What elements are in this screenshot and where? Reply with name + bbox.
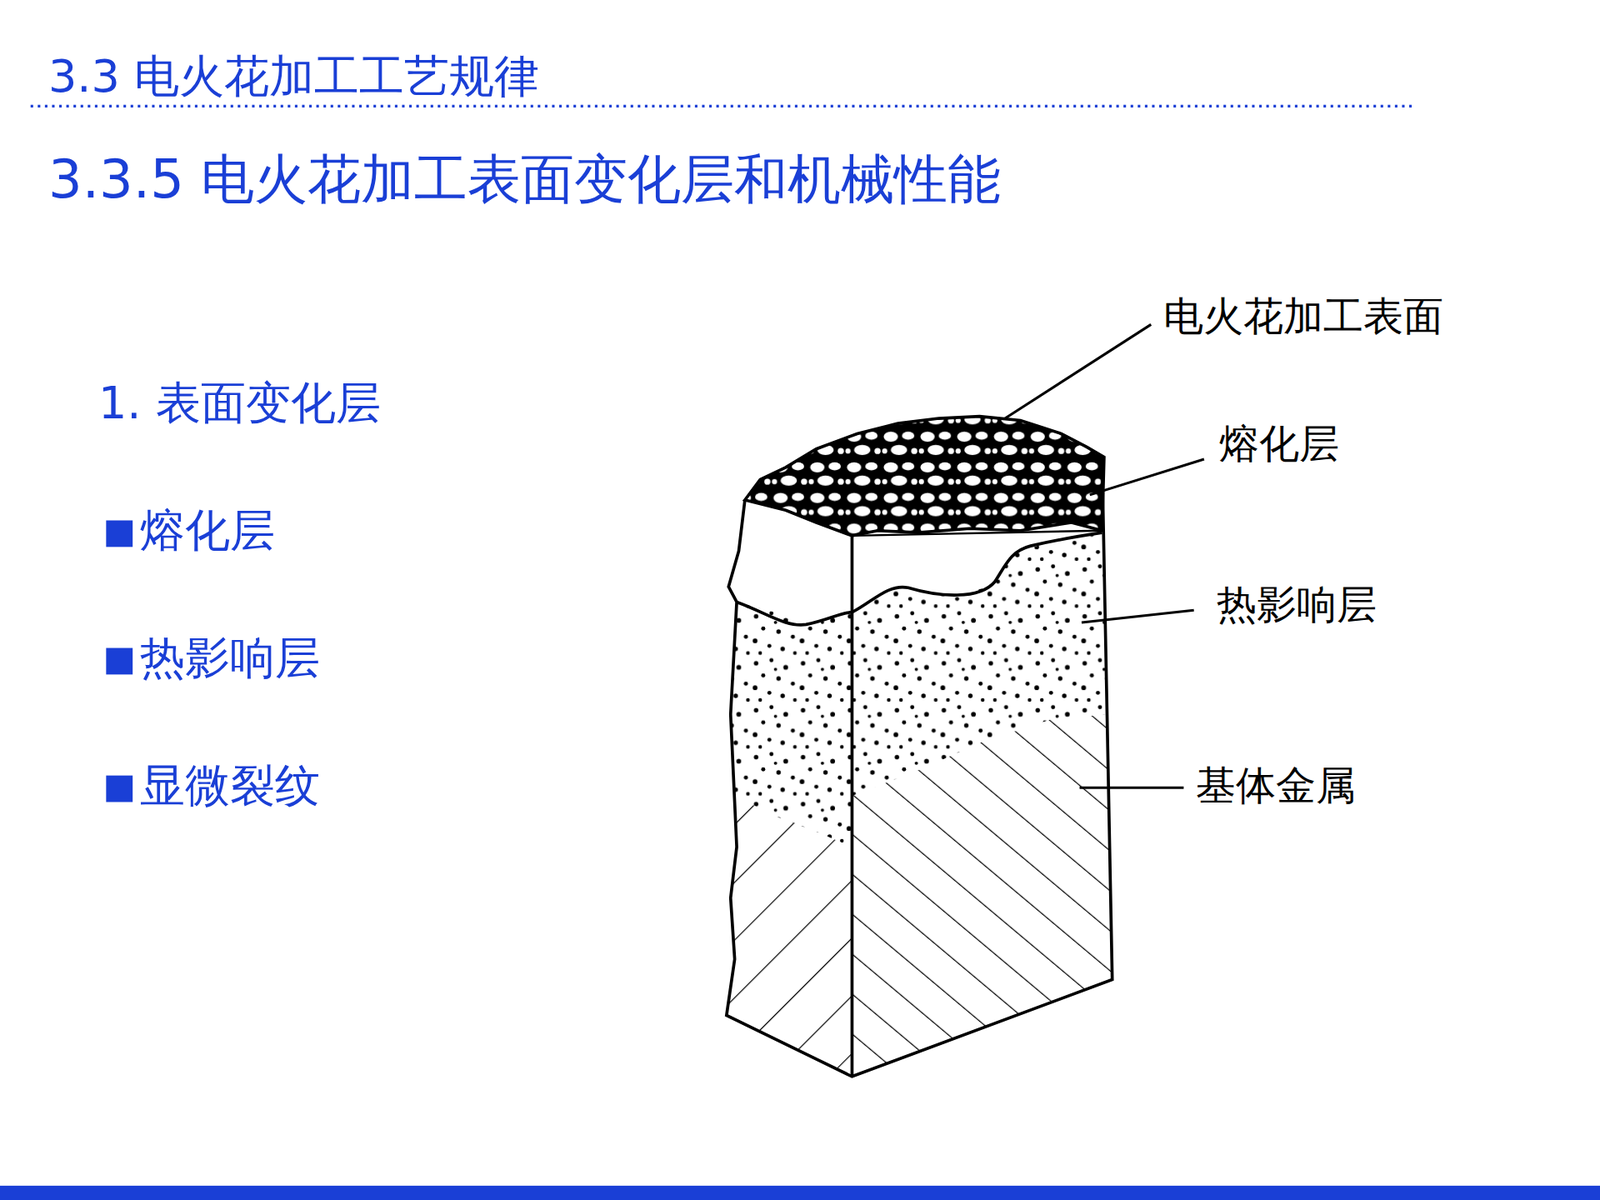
list-item: 热影响层 [140,632,320,685]
list-heading: 1. 表面变化层 [98,377,381,430]
list-item: 显微裂纹 [140,760,320,812]
callout-label: 熔化层 [1219,420,1340,467]
slide-title: 3.3 电火花加工工艺规律 [48,50,540,103]
section-heading: 3.3.5 电火花加工表面变化层和机械性能 [48,149,1001,211]
callout-label: 电火花加工表面 [1163,293,1444,340]
callout-label: 基体金属 [1195,762,1356,809]
list-item: 熔化层 [140,505,275,557]
callout-label: 热影响层 [1216,581,1377,628]
